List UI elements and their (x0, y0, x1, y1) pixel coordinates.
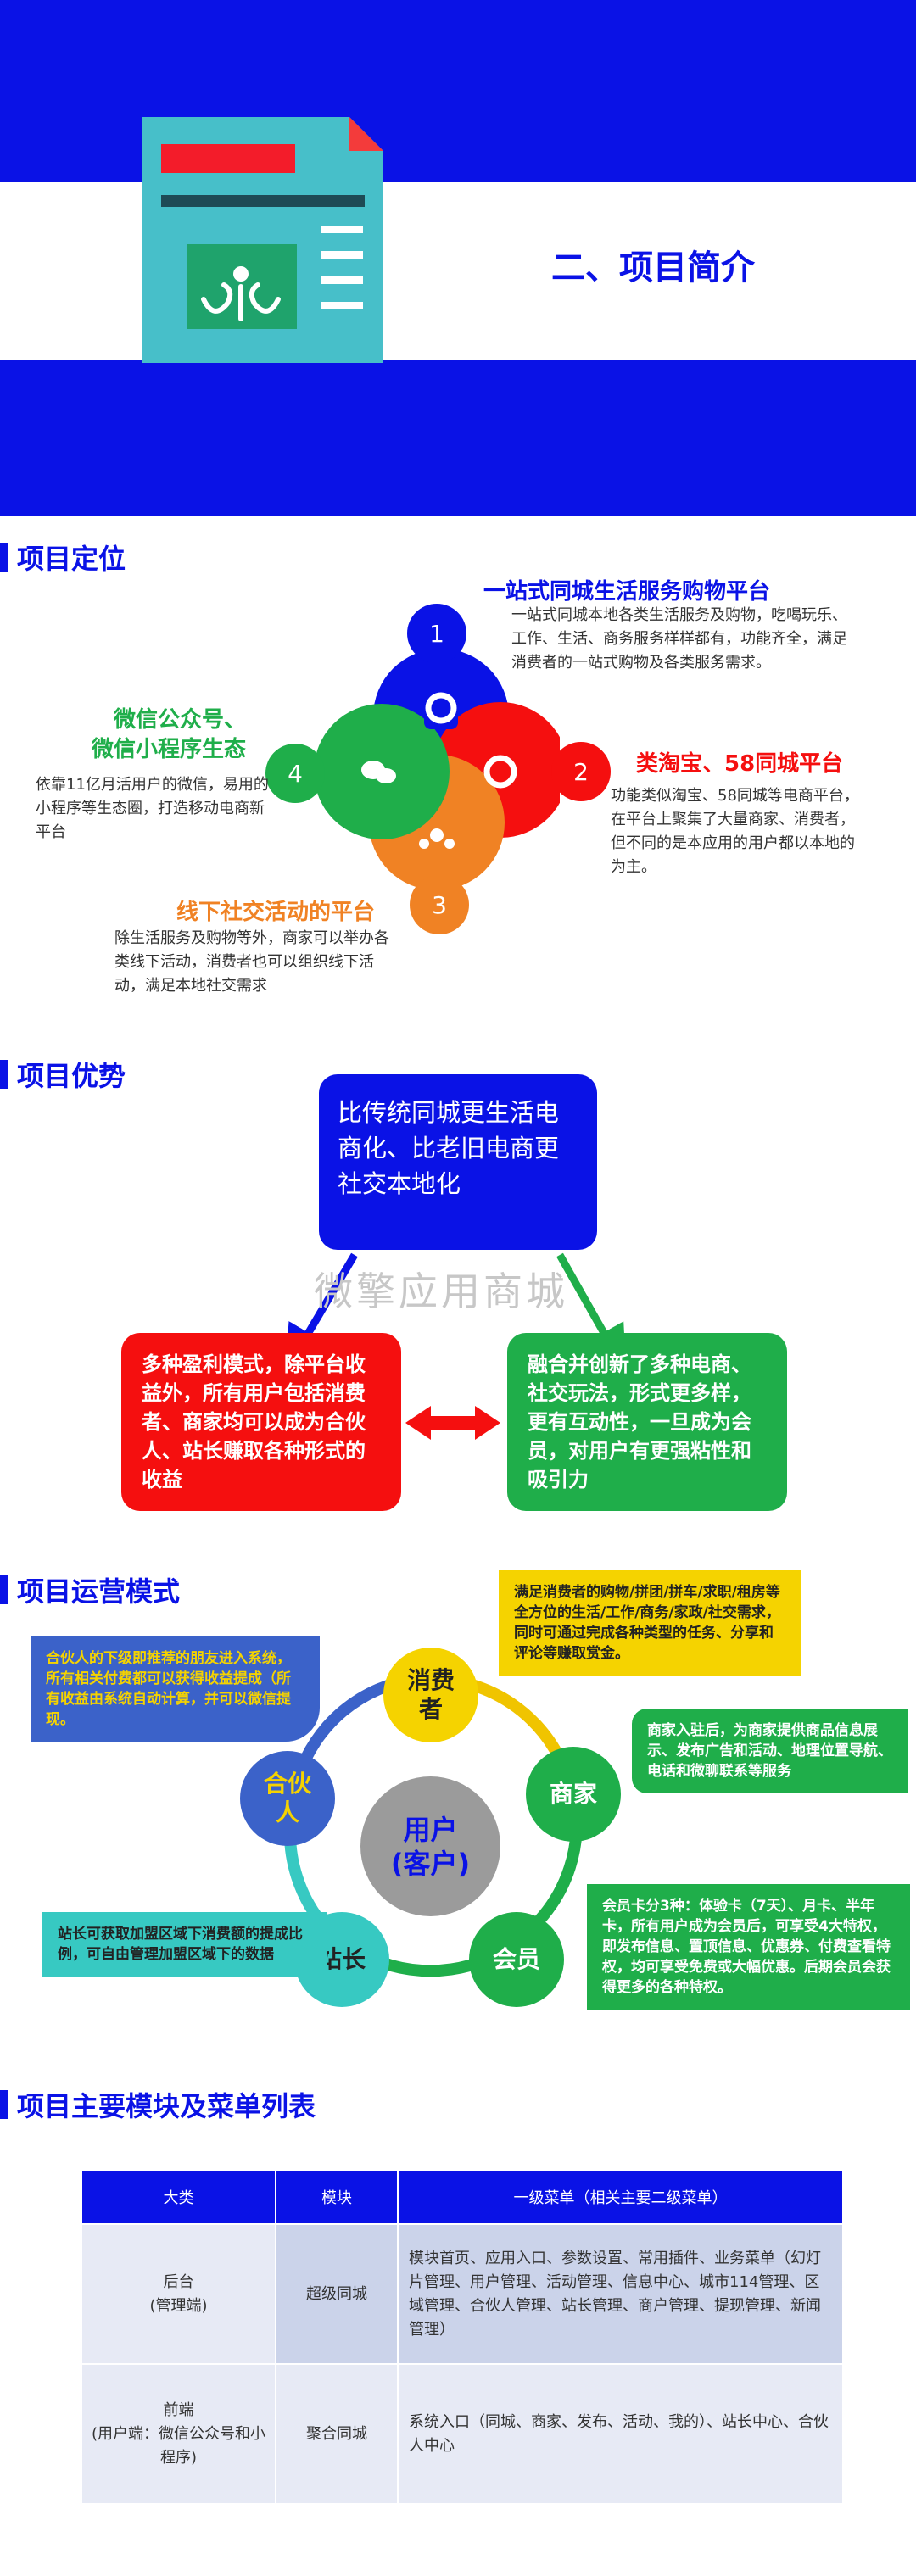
header-band-top (0, 0, 916, 182)
note-member: 会员卡分3种：体验卡（7天）、月卡、半年卡，所有用户成为会员后，可享受4大特权，… (587, 1884, 910, 2010)
node-consumer: 消费 者 (383, 1648, 478, 1742)
note-station: 站长可获取加盟区域下消费额的提成比例，可自由管理加盟区域下的数据 (42, 1912, 327, 1977)
advantage-left-box: 多种盈利模式，除平台收益外，所有用户包括消费者、商家均可以成为合伙人、站长赚取各… (121, 1333, 401, 1511)
note-merchant: 商家入驻后，为商家提供商品信息展示、发布广告和活动、地理位置导航、电话和微聊联系… (632, 1709, 908, 1793)
note-partner: 合伙人的下级即推荐的朋友进入系统，所有相关付费都可以获得收益提成（所有收益由系统… (31, 1636, 320, 1742)
node-merchant: 商家 (526, 1747, 621, 1842)
table-cell-module: 聚合同城 (275, 2363, 399, 2505)
table-header-module: 模块 (275, 2169, 399, 2225)
item4-heading-line1: 微信公众号、 (113, 707, 246, 733)
table-row: 后台(管理端) 超级同城 模块首页、应用入口、参数设置、常用插件、业务菜单（幻灯… (81, 2223, 844, 2365)
node-member: 会员 (469, 1912, 564, 2007)
number-badge-4: 4 (265, 744, 325, 803)
number-badge-3: 3 (410, 875, 469, 934)
advantage-top-box: 比传统同城更生活电商化、比老旧电商更社交本地化 (319, 1074, 597, 1250)
advantage-right-box: 融合并创新了多种电商、社交玩法，形式更多样，更有互动性，一旦成为会员，对用户有更… (507, 1333, 787, 1511)
node-partner: 合伙 人 (240, 1751, 335, 1846)
item4-text: 依靠11亿月活用户的微信，易用的小程序等生态圈，打造移动电商新平台 (36, 776, 269, 841)
section-title-operation-model: 项目运营模式 (0, 1573, 180, 1608)
number-badge-1: 1 (407, 604, 466, 663)
table-header-category: 大类 (81, 2169, 276, 2225)
note-consumer: 满足消费者的购物/拼团/拼车/求职/租房等全方位的生活/工作/商务/家政/社交需… (499, 1570, 801, 1676)
watermark-text: 微擎应用商城 (314, 1268, 568, 1314)
positioning-petal-diagram (314, 649, 560, 890)
table-header-menu: 一级菜单（相关主要二级菜单） (397, 2169, 844, 2225)
item4-heading-line2: 微信小程序生态 (91, 737, 246, 762)
document-icon (142, 117, 383, 363)
item1-heading: 一站式同城生活服务购物平台 (483, 579, 771, 605)
item1-text: 一站式同城本地各类生活服务及购物，吃喝玩乐、工作、生活、商务服务样样都有，功能齐… (511, 606, 847, 672)
item2-heading: 类淘宝、58同城平台 (636, 751, 844, 777)
item3-heading: 线下社交活动的平台 (176, 900, 376, 925)
number-badge-2: 2 (551, 742, 611, 801)
section-title-advantages: 项目优势 (0, 1057, 126, 1092)
item3-text: 除生活服务及购物等外，商家可以举办各类线下活动，消费者也可以组织线下活动，满足本… (114, 929, 389, 995)
table-cell-menu: 系统入口（同城、商家、发布、活动、我的）、站长中心、合伙人中心 (397, 2363, 844, 2505)
table-cell-category: 后台(管理端) (81, 2223, 276, 2365)
table-cell-module: 超级同城 (275, 2223, 399, 2365)
page-title: 二、项目简介 (551, 248, 755, 287)
center-node-user: 用户 (客户) (360, 1776, 500, 1916)
section-title-positioning: 项目定位 (0, 540, 126, 575)
table-row: 前端(用户端：微信公众号和小程序) 聚合同城 系统入口（同城、商家、发布、活动、… (81, 2363, 844, 2505)
section-title-modules: 项目主要模块及菜单列表 (0, 2088, 316, 2122)
header-band-bottom (0, 360, 916, 516)
table-cell-menu: 模块首页、应用入口、参数设置、常用插件、业务菜单（幻灯片管理、用户管理、活动管理… (397, 2223, 844, 2365)
table-header-row: 大类 模块 一级菜单（相关主要二级菜单） (81, 2169, 844, 2225)
table-cell-category: 前端(用户端：微信公众号和小程序) (81, 2363, 276, 2505)
modules-table: 大类 模块 一级菜单（相关主要二级菜单） 后台(管理端) 超级同城 模块首页、应… (81, 2169, 844, 2505)
item2-text: 功能类似淘宝、58同城等电商平台，在平台上聚集了大量商家、消费者，但不同的是本应… (611, 787, 859, 876)
